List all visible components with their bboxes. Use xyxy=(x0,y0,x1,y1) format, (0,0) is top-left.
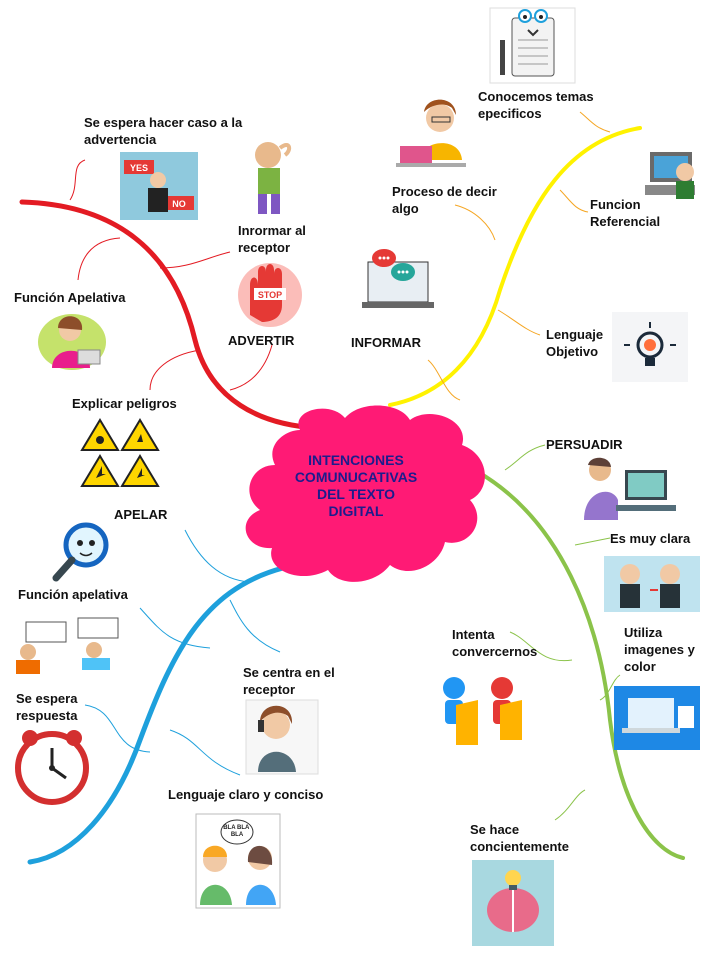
label-intenta-convercernos: Intenta convercernos xyxy=(452,627,538,659)
label-concientemente: Se hace concientemente xyxy=(470,822,569,854)
laptop-design-icon xyxy=(614,686,700,750)
people-talking-icon: BLA BLA BLA xyxy=(195,813,281,909)
confused-man-icon xyxy=(255,142,292,214)
label-apelar: APELAR xyxy=(114,507,168,522)
woman-laptop-icon xyxy=(396,99,466,167)
two-men-talking-icon xyxy=(604,556,700,612)
hazard-signs-icon xyxy=(80,418,160,487)
connector-lenguaje-claro xyxy=(169,729,241,776)
connector-apelar xyxy=(184,529,251,583)
label-es-muy-clara: Es muy clara xyxy=(610,531,691,546)
center-cloud xyxy=(245,405,485,582)
label-informar: INFORMAR xyxy=(351,335,422,350)
bla-line-2: BLA xyxy=(231,832,244,838)
persuadir-branch-line xyxy=(476,470,685,860)
laptop-chat-icon xyxy=(362,249,434,308)
connector-informar xyxy=(427,359,461,401)
label-lenguaje-objetivo: Lenguaje Objetivo xyxy=(546,327,604,359)
label-conocemos-temas: Conocemos temas epecificos xyxy=(478,89,594,121)
label-persuadir: PERSUADIR xyxy=(546,437,623,452)
label-explicar-peligros: Explicar peligros xyxy=(72,396,177,411)
office-people-icon xyxy=(16,617,119,674)
connector-referencial xyxy=(559,189,589,213)
connector-funcion-apelativa-red xyxy=(77,237,121,281)
connector-advertencia xyxy=(69,159,86,201)
apelar-branch-line xyxy=(27,565,286,865)
connector-respuesta xyxy=(84,704,151,753)
connector-receptor xyxy=(229,599,281,653)
label-se-espera-hacer-caso: Se espera hacer caso a la advertencia xyxy=(84,115,243,147)
woman-headset-icon xyxy=(38,314,106,370)
connector-concientemente xyxy=(554,789,586,821)
connector-muy-clara xyxy=(574,537,611,546)
stop-sign-text: STOP xyxy=(258,290,282,300)
label-advertir: ADVERTIR xyxy=(228,333,295,348)
advertir-branch-line xyxy=(19,199,321,431)
woman-phone-icon xyxy=(245,699,319,775)
bla-line-1: BLA BLA xyxy=(223,825,250,831)
connector-funcion-apelativa-blue xyxy=(139,607,211,649)
label-funcion-apelativa-blue: Función apelativa xyxy=(18,587,128,602)
label-se-espera-respuesta: Se espera respuesta xyxy=(16,691,78,723)
bla-bubble-text: BLA BLA BLA xyxy=(223,825,251,838)
kid-computer-icon xyxy=(645,152,695,199)
label-funcion-apelativa-red: Función Apelativa xyxy=(14,290,126,305)
label-lenguaje-claro: Lenguaje claro y conciso xyxy=(168,787,324,802)
no-sign-text: NO xyxy=(172,199,186,209)
informar-branch-line xyxy=(388,126,642,407)
connector-advertir xyxy=(229,344,273,391)
alarm-clock-icon xyxy=(15,730,89,805)
label-se-centra-receptor: Se centra en el receptor xyxy=(243,665,335,697)
clipboard-mascot-icon xyxy=(489,7,576,84)
center-title: INTENCIONES COMUNUCATIVAS DEL TEXTO DIGI… xyxy=(294,452,418,519)
connector-proceso xyxy=(454,204,496,241)
connector-conocemos xyxy=(579,111,611,133)
connector-peligros xyxy=(149,349,201,391)
label-informar-receptor: Inrormar al receptor xyxy=(238,223,306,255)
podium-people-icon xyxy=(443,677,522,745)
connector-informar-receptor xyxy=(159,251,231,269)
yes-sign-text: YES xyxy=(130,163,148,173)
label-funcion-referencial: Funcion Referencial xyxy=(590,197,661,229)
connector-imagenes xyxy=(599,674,621,701)
stop-hand-icon: STOP xyxy=(238,263,302,327)
magnifier-icon xyxy=(52,522,109,582)
brain-bulb-icon xyxy=(472,860,554,946)
label-utiliza-imagenes: Utiliza imagenes y color xyxy=(624,625,695,674)
connector-lenguaje xyxy=(497,309,541,336)
connector-persuadir xyxy=(504,444,546,471)
target-bulb-icon xyxy=(612,312,688,382)
yes-no-sign-icon: YES NO xyxy=(120,152,198,220)
connector-convercernos xyxy=(509,631,573,662)
man-computer-icon xyxy=(584,457,676,520)
label-proceso-decir: Proceso de decir algo xyxy=(392,184,497,216)
